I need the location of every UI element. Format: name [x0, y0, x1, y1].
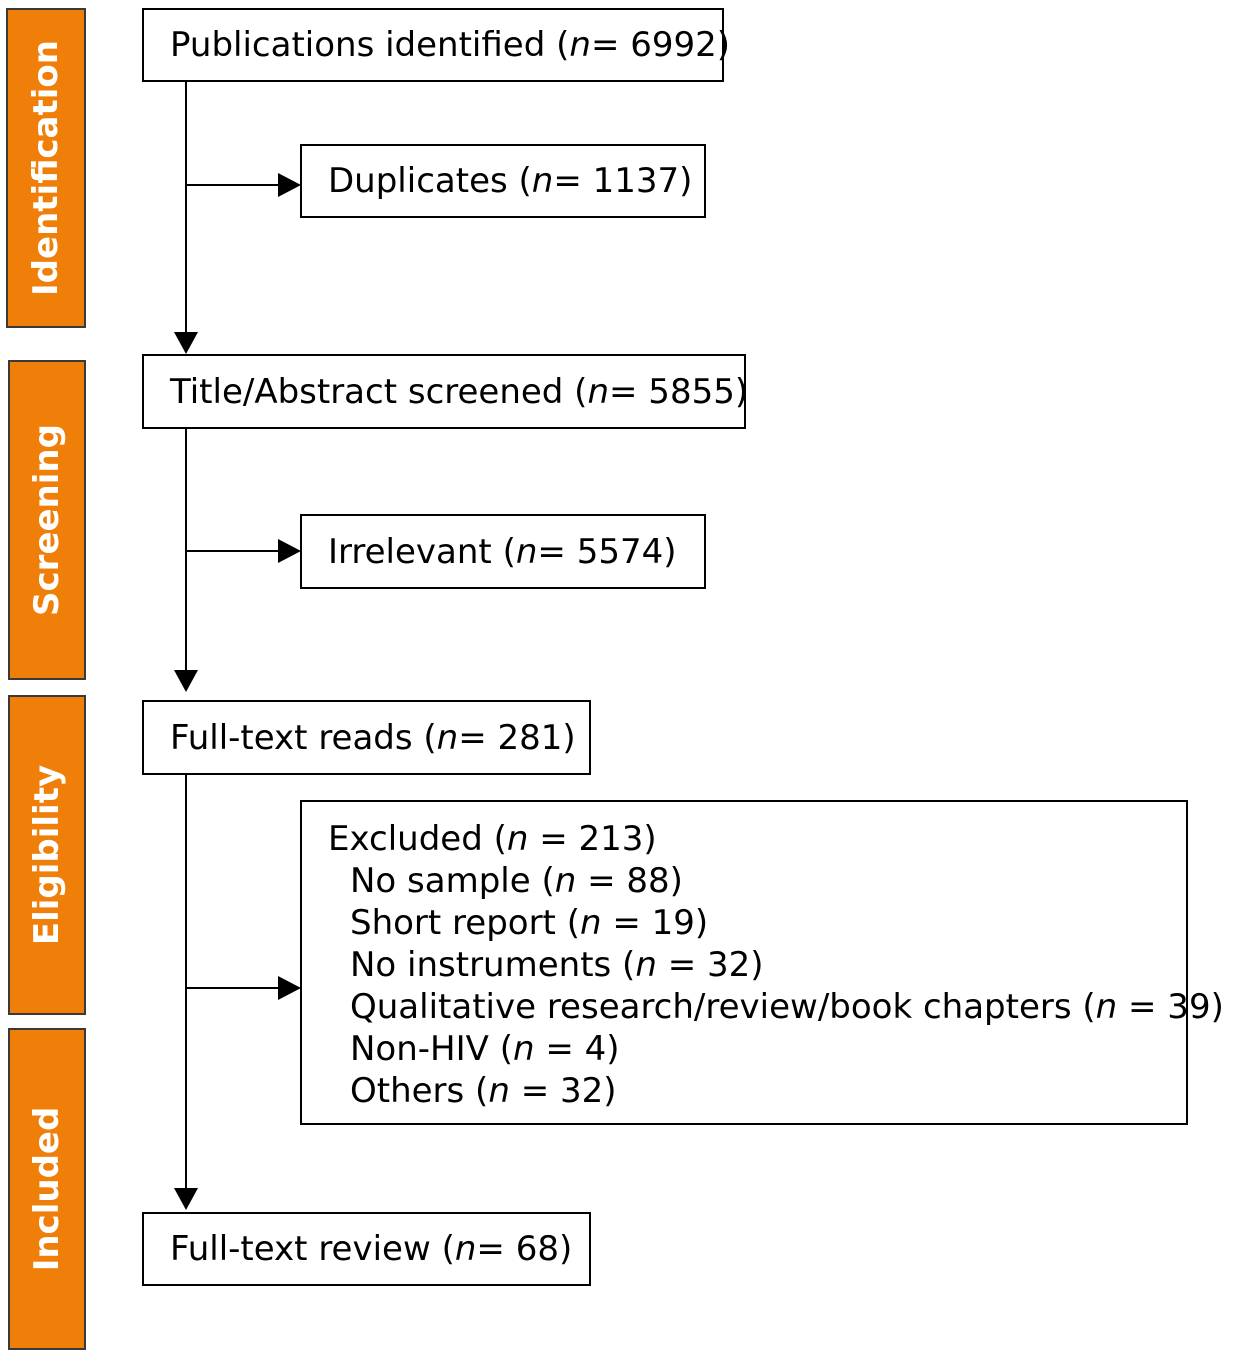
excluded-reason-non-hiv: Non-HIV (n = 4): [350, 1029, 620, 1069]
review-n: n: [454, 1229, 477, 1269]
box-title-abstract-screened: Title/Abstract screened (n = 5855): [142, 354, 749, 429]
duplicates-n: n: [531, 161, 554, 201]
box-full-text-review: Full-text review (n = 68): [142, 1212, 591, 1286]
box-duplicates: Duplicates (n = 1137): [300, 144, 706, 218]
duplicates-label: Duplicates (: [328, 161, 532, 201]
stage-identification: Identification: [6, 8, 86, 328]
irrelevant-count: = 5574): [537, 531, 677, 572]
box-irrelevant: Irrelevant (n = 5574): [300, 514, 706, 589]
screened-label: Title/Abstract screened (: [170, 371, 588, 412]
excluded-header: Excluded (n = 213): [328, 819, 657, 859]
arrowhead-to-fulltext: [174, 670, 198, 692]
arrowhead-to-irrelevant: [278, 539, 301, 563]
excluded-reason-short-report: Short report (n = 19): [350, 903, 709, 943]
box-excluded: Excluded (n = 213) No sample (n = 88) Sh…: [300, 800, 1224, 1125]
arrowhead-to-screened: [174, 332, 198, 354]
arrowhead-to-duplicates: [278, 173, 301, 197]
stage-screening: Screening: [8, 360, 86, 680]
excluded-reason-qualitative: Qualitative research/review/book chapter…: [350, 987, 1224, 1027]
arrowhead-to-excluded: [278, 976, 301, 1000]
review-label: Full-text review (: [170, 1229, 455, 1269]
excluded-reason-others: Others (n = 32): [350, 1071, 617, 1111]
fulltext-n: n: [436, 717, 459, 758]
identified-label: Publications identified (: [170, 25, 570, 65]
fulltext-count: = 281): [458, 717, 576, 758]
box-publications-identified: Publications identified (n = 6992): [142, 8, 730, 82]
stage-eligibility: Eligibility: [8, 695, 86, 1015]
arrowhead-to-review: [174, 1188, 198, 1210]
excluded-reason-no-sample: No sample (n = 88): [350, 861, 683, 901]
duplicates-count: = 1137): [553, 161, 693, 201]
fulltext-label: Full-text reads (: [170, 717, 437, 758]
review-count: = 68): [476, 1229, 573, 1269]
box-full-text-reads: Full-text reads (n = 281): [142, 700, 591, 775]
identified-count: = 6992): [590, 25, 731, 65]
stage-included: Included: [8, 1028, 86, 1350]
screened-count: = 5855): [609, 371, 749, 412]
irrelevant-label: Irrelevant (: [328, 531, 516, 572]
excluded-reason-no-instruments: No instruments (n = 32): [350, 945, 764, 985]
irrelevant-n: n: [515, 531, 538, 572]
screened-n: n: [587, 371, 610, 412]
identified-n: n: [569, 25, 591, 65]
